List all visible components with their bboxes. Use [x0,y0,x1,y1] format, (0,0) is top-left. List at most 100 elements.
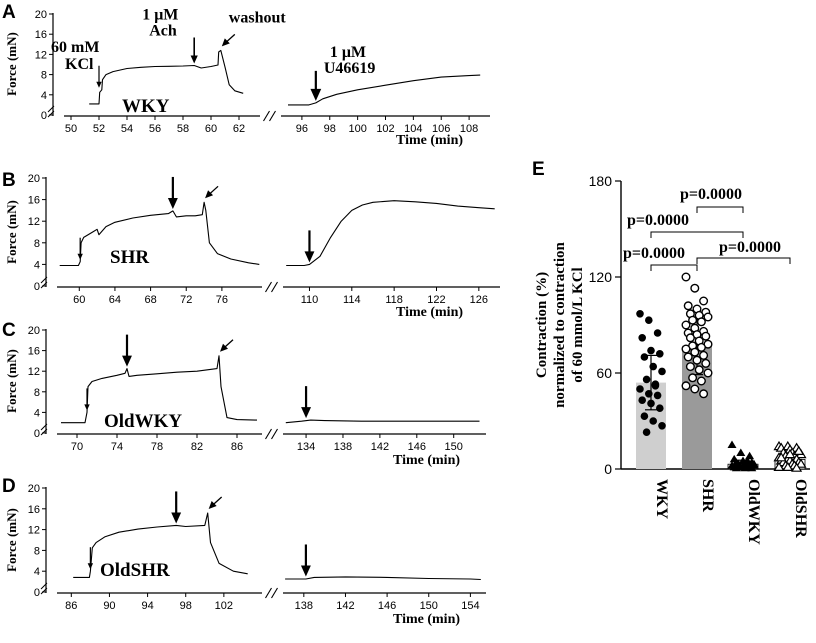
x-tick-label: 142 [336,600,354,612]
x-tick-label: 54 [121,123,133,135]
y-tick-label: 4 [34,407,40,419]
data-point [775,452,787,462]
data-point [658,422,666,430]
p-value-label: p=0.0000 [719,239,781,256]
data-point [699,389,709,399]
x-tick-label: 86 [231,441,243,453]
axis-break [263,110,276,122]
force-trace [89,49,244,105]
x-tick-label: 100 [348,123,366,135]
y-tick-label: 8 [34,545,40,557]
group-label: OldWKY [104,411,182,432]
drug-arrow [304,230,315,263]
p-value-label: p=0.0000 [680,186,742,203]
x-axis-label: Time (min) [396,133,463,148]
data-point [653,391,662,400]
y-axis-label: Force (mN) [4,200,19,264]
x-tick-label: 138 [334,441,352,453]
x-axis-label: Time (min) [393,453,460,468]
y-tick-label: 0 [41,110,47,122]
x-tick-label: 138 [295,600,313,612]
data-point [683,352,693,362]
y-tick-label: 20 [28,483,40,495]
y-tick-label: 16 [28,504,40,516]
x-tick-label: 78 [151,441,163,453]
data-point [696,317,706,327]
panel-letter: A [2,2,16,23]
washout-arrow [208,496,223,509]
annotation-label: KCl [65,56,94,73]
kcl-arrow [84,388,90,411]
y-axis-label: Force (mN) [4,349,19,413]
y-tick-label: 0 [34,428,40,440]
x-tick-label: 134 [297,441,315,453]
axis-break [265,281,278,293]
data-point [696,342,706,352]
y-tick-label: 16 [35,29,47,41]
x-tick-label: 110 [301,294,319,306]
data-point [653,329,662,337]
data-point [731,463,741,472]
significance-bracket: p=0.0000 [696,239,791,264]
data-point [773,461,785,471]
axis-break [40,276,48,289]
x-tick-label: 150 [445,441,463,453]
data-point [681,344,691,354]
p-value-label: p=0.0000 [623,245,685,262]
drug-arrow [167,176,178,209]
axis-break [47,105,55,118]
x-tick-label: 94 [141,600,153,612]
data-point [745,451,755,460]
data-point [736,448,746,456]
x-tick-label: 70 [71,441,83,453]
y-tick-label: 0 [34,281,40,293]
drug-arrow [171,491,182,524]
data-point [734,459,744,468]
y-tick-label: 16 [28,195,40,207]
x-tick-label: 104 [404,123,422,135]
data-point [645,390,653,398]
data-point [649,362,657,371]
washout-arrow [221,33,236,47]
data-point [694,365,704,375]
group-label: WKY [122,96,170,117]
y-tick-label: 0 [604,461,612,477]
x-tick-label: 98 [180,600,192,612]
data-point [636,385,644,393]
data-point [688,373,698,383]
y-tick-label: 12 [28,366,40,378]
x-tick-label: 142 [371,441,389,453]
axis-break [265,587,278,599]
data-point [795,458,807,468]
x-tick-label: 64 [109,294,121,306]
y-tick-label: 4 [41,90,47,102]
y-tick-label: 12 [28,525,40,537]
group-label: OldSHR [100,560,170,581]
y-tick-label: 8 [34,238,40,250]
x-tick-label: 52 [93,123,105,135]
annotation-label: 60 mM [51,39,99,56]
y-tick-label: 60 [596,365,612,381]
axis-break [40,423,48,436]
force-trace [288,74,481,106]
data-point [688,315,698,325]
data-point [638,334,646,342]
panel-letter: B [2,170,16,191]
data-point [645,316,653,325]
washout-arrow [220,339,234,352]
data-point [642,428,651,437]
y-axis-label: of 60 mmol/L KCl [570,267,586,382]
x-tick-label: 82 [191,441,203,453]
data-point [692,355,702,365]
y-tick-label: 12 [35,49,47,61]
y-tick-label: 20 [35,9,47,21]
x-tick-label: 96 [296,123,308,135]
x-tick-label: 68 [144,294,156,306]
category-label: WKY [653,479,670,519]
x-tick-label: 76 [216,294,228,306]
x-tick-label: 98 [324,123,336,135]
x-tick-label: 114 [343,294,361,306]
data-point [690,347,700,357]
